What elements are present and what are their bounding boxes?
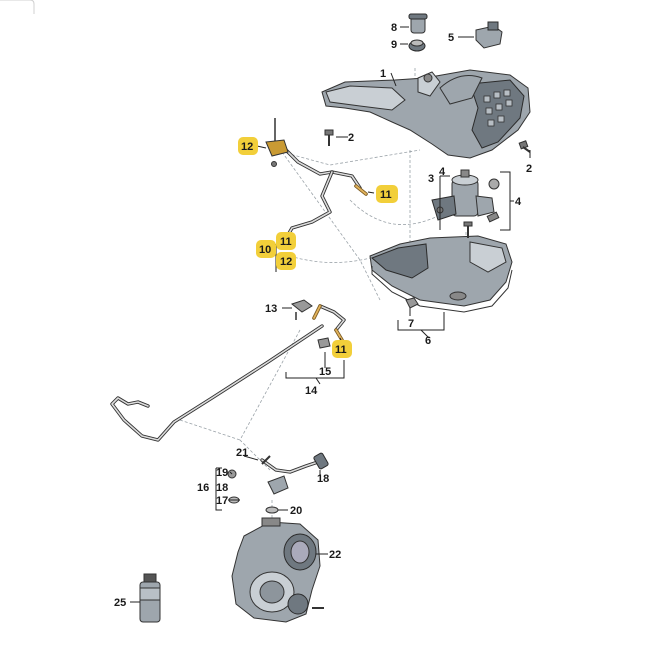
badge-11a xyxy=(376,185,398,203)
valve-block-3 xyxy=(431,174,495,221)
fluid-bottle-25 xyxy=(139,573,161,623)
fitting-group-16 xyxy=(227,452,329,514)
callout-5: 5 xyxy=(448,32,454,44)
cap-8 xyxy=(408,13,428,34)
callout-8: 8 xyxy=(391,22,397,34)
badge-12b xyxy=(276,252,296,270)
valve-fittings-4 xyxy=(460,169,500,238)
callout-7: 7 xyxy=(408,318,414,330)
clip-15 xyxy=(317,337,331,349)
callout-12-lower: 12 xyxy=(280,256,292,268)
bolt-left xyxy=(324,129,334,146)
callout-15: 15 xyxy=(319,366,331,378)
callout-2-left: 2 xyxy=(348,132,354,144)
callout-14: 14 xyxy=(305,385,318,397)
callout-17: 17 xyxy=(216,495,228,507)
callout-22: 22 xyxy=(329,549,341,561)
callout-13: 13 xyxy=(265,303,277,315)
label-dashes xyxy=(130,26,472,603)
pressure-pipe-lower xyxy=(312,304,346,342)
long-brake-line xyxy=(110,324,324,442)
sensor-12 xyxy=(265,118,289,167)
badge-11c xyxy=(332,340,352,358)
callout-21: 21 xyxy=(236,447,248,459)
grommet-9 xyxy=(408,39,426,52)
callout-12-upper: 12 xyxy=(241,141,253,153)
bolt-right xyxy=(518,140,531,153)
sensor-5 xyxy=(475,21,503,49)
callout-18-right: 18 xyxy=(317,473,329,485)
callout-4-upper: 4 xyxy=(439,166,446,178)
clip-7 xyxy=(405,297,419,309)
callout-11-middle: 11 xyxy=(280,236,292,248)
callout-16: 16 xyxy=(197,482,209,494)
callout-4-right: 4 xyxy=(515,196,522,208)
highlight-badges xyxy=(238,137,398,358)
callout-18-left: 18 xyxy=(216,482,228,494)
callout-19: 19 xyxy=(216,467,228,479)
leader-lines xyxy=(130,26,531,603)
badge-11b xyxy=(276,232,296,250)
badge-12a xyxy=(238,137,258,155)
callout-3: 3 xyxy=(428,173,434,185)
pressure-pipe-upper xyxy=(282,148,368,244)
callout-1: 1 xyxy=(380,68,386,80)
assembly-dashed-lines xyxy=(179,68,467,520)
callout-9: 9 xyxy=(391,39,397,51)
callout-labels: 1 2 2 3 4 4 5 6 7 8 9 10 11 11 11 12 12 … xyxy=(114,22,532,609)
callout-25: 25 xyxy=(114,597,126,609)
clip-13 xyxy=(290,299,313,320)
callout-11-lower: 11 xyxy=(335,344,347,356)
callout-11-upper: 11 xyxy=(380,189,392,201)
callout-10: 10 xyxy=(259,244,271,256)
reservoir-bracket xyxy=(321,69,531,159)
callout-2-right: 2 xyxy=(526,163,532,175)
hydraulic-pump-22 xyxy=(231,517,324,623)
callout-20: 20 xyxy=(290,505,302,517)
frame-corner xyxy=(0,0,35,14)
callout-6: 6 xyxy=(425,335,431,347)
badge-10 xyxy=(256,240,276,258)
lower-tray xyxy=(369,235,513,313)
